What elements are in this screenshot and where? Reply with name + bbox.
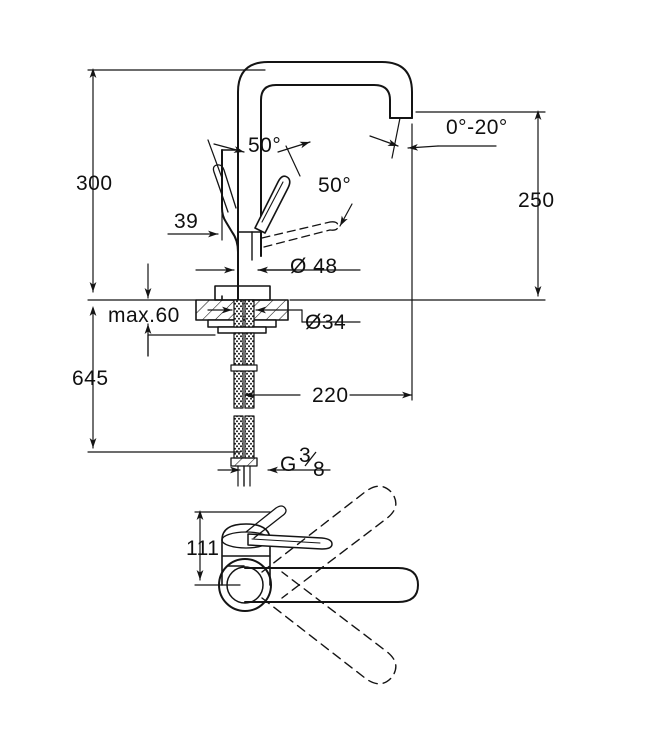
thread-label-denominator: 8 [313, 458, 325, 481]
plan-handle-ghost-up [245, 505, 287, 539]
supply-hoses [230, 299, 258, 487]
dimension-250 [289, 110, 546, 301]
angle-outlet-leaders [369, 117, 497, 159]
angle-50-right-leaders [277, 141, 353, 227]
handle-lever [254, 175, 291, 234]
plan-handle-lever [247, 533, 333, 550]
dimension-300 [87, 68, 266, 301]
dimension-39 [167, 195, 223, 241]
dim-label-220: 220 [312, 384, 349, 407]
angle-label-outlet: 0°-20° [446, 116, 508, 139]
dim-label-645: 645 [72, 367, 109, 390]
dim-label-111: 111 [186, 537, 219, 560]
dim-label-max60: max.60 [108, 304, 180, 327]
dim-label-39: 39 [174, 210, 198, 233]
dimension-max60 [144, 263, 216, 357]
dimension-220 [244, 123, 413, 401]
dimension-diameter-34 [207, 306, 361, 323]
dim-label-diameter-34: Ø34 [305, 311, 346, 334]
thread-label-numerator: 3 [299, 444, 311, 467]
plan-spout-ghost-lower [261, 571, 397, 685]
spout-outline [237, 61, 413, 301]
plan-spout-solid [244, 567, 419, 603]
handle-ghost-right [261, 221, 339, 248]
angle-label-50-right: 50° [318, 174, 351, 197]
handle-ghost-left [212, 164, 237, 213]
angle-label-50-left: 50° [248, 134, 281, 157]
thread-label-g: G [280, 453, 297, 476]
angle-50-left-leaders [207, 139, 245, 179]
plan-spout-ghost-upper [261, 485, 397, 599]
dimension-645 [87, 306, 241, 453]
dim-label-250: 250 [518, 189, 555, 212]
dim-label-300: 300 [76, 172, 113, 195]
dim-label-diameter-48: Ø 48 [290, 255, 338, 278]
dimension-111 [194, 510, 271, 586]
